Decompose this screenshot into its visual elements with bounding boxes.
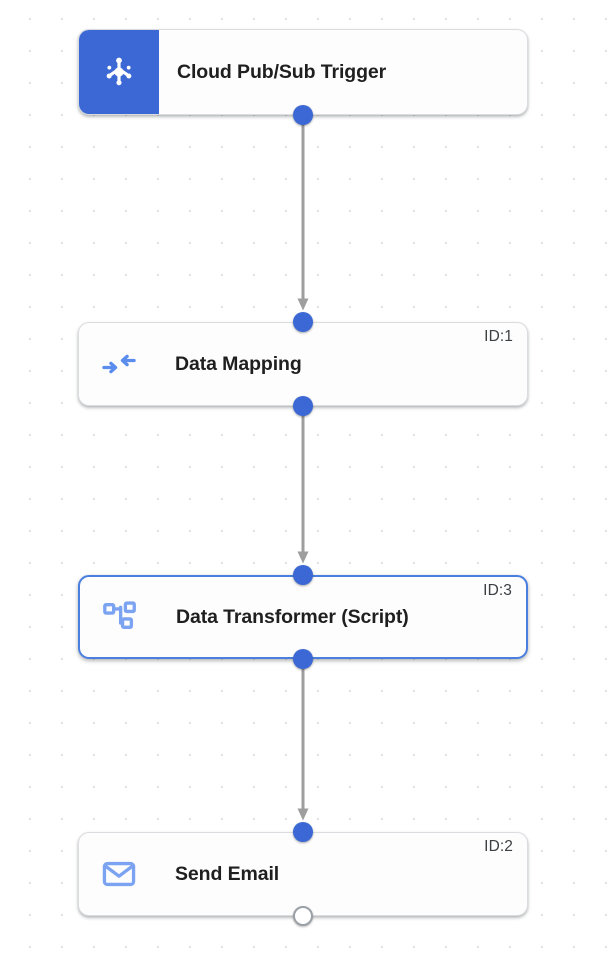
workflow-node-cloud-pubsub-trigger[interactable]: Cloud Pub/Sub Trigger	[78, 29, 528, 115]
workflow-node-data-transformer[interactable]: Data Transformer (Script) ID:3	[78, 575, 528, 659]
input-port-data-mapping[interactable]	[293, 312, 313, 332]
node-icon-panel	[79, 30, 159, 114]
node-title: Send Email	[175, 862, 280, 885]
node-id-badge: ID:3	[483, 582, 512, 599]
node-id-badge: ID:2	[484, 838, 513, 855]
node-title: Data Transformer (Script)	[176, 605, 409, 628]
node-id-badge: ID:1	[484, 328, 513, 345]
sitemap-icon	[103, 601, 136, 629]
pubsub-hub-icon	[106, 57, 132, 86]
output-port-data-transformer[interactable]	[293, 649, 313, 669]
node-icon-panel	[79, 833, 159, 915]
workflow-node-send-email[interactable]: Send Email ID:2	[78, 832, 528, 916]
input-port-send-email[interactable]	[293, 822, 313, 842]
output-port-cloud-pubsub-trigger[interactable]	[293, 105, 313, 125]
node-title: Data Mapping	[175, 352, 302, 375]
envelope-icon	[102, 861, 136, 887]
node-icon-panel	[79, 323, 159, 405]
output-port-send-email[interactable]	[293, 906, 313, 926]
merge-arrows-icon	[102, 354, 136, 374]
output-port-data-mapping[interactable]	[293, 396, 313, 416]
node-icon-panel	[80, 577, 160, 657]
node-title: Cloud Pub/Sub Trigger	[177, 60, 387, 83]
input-port-data-transformer[interactable]	[293, 565, 313, 585]
workflow-node-data-mapping[interactable]: Data Mapping ID:1	[78, 322, 528, 406]
